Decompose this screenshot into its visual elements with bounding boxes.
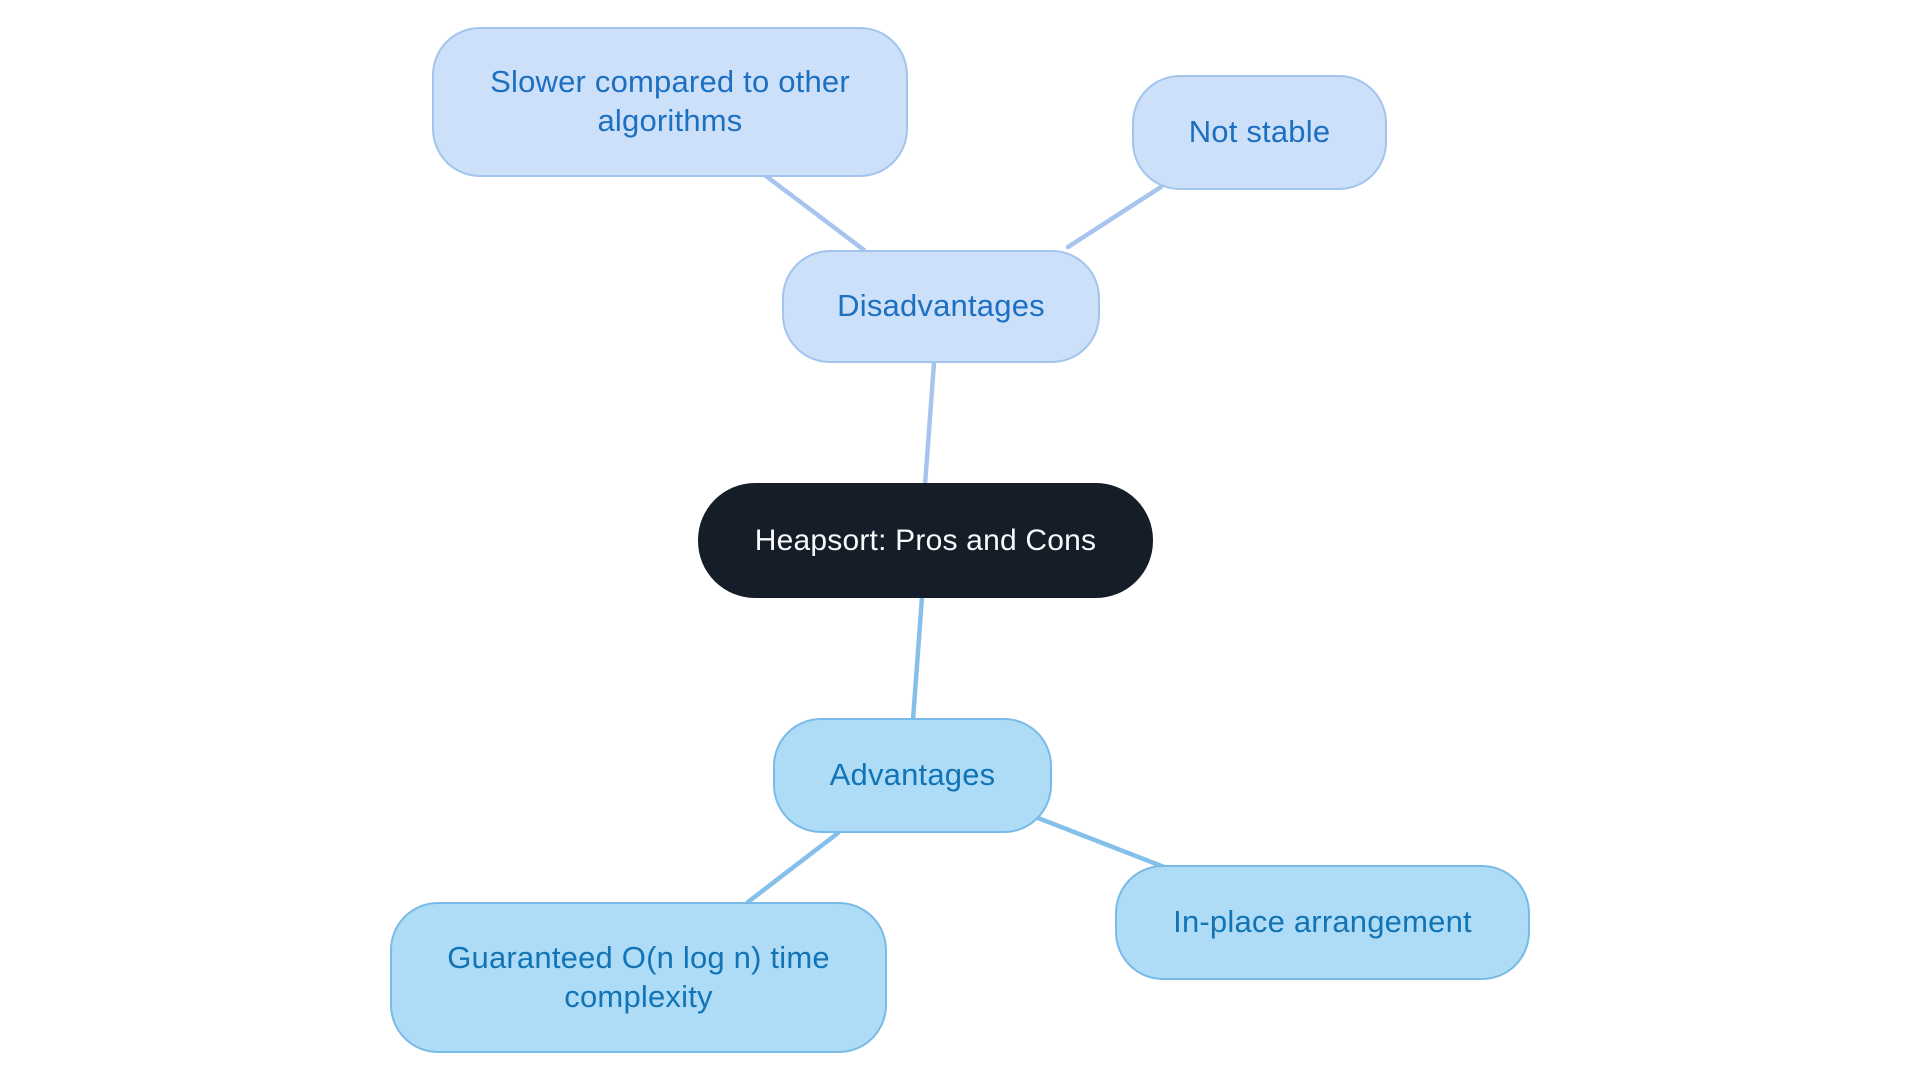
- edge-advantages-complexity: [745, 830, 841, 905]
- node-disadvantages: Disadvantages: [782, 250, 1100, 363]
- node-slower-compared: Slower compared to other algorithms: [432, 27, 908, 177]
- edge-disadvantages-slower: [763, 173, 867, 253]
- node-advantages: Advantages: [773, 718, 1052, 833]
- node-time-complexity: Guaranteed O(n log n) time complexity: [390, 902, 887, 1053]
- edge-root-advantages: [910, 594, 925, 723]
- node-root-heapsort: Heapsort: Pros and Cons: [698, 483, 1153, 598]
- edge-root-disadvantages: [922, 360, 937, 488]
- node-not-stable: Not stable: [1132, 75, 1387, 190]
- edge-advantages-in-place: [1035, 815, 1167, 870]
- node-in-place: In-place arrangement: [1115, 865, 1530, 980]
- edge-disadvantages-not-stable: [1065, 184, 1164, 250]
